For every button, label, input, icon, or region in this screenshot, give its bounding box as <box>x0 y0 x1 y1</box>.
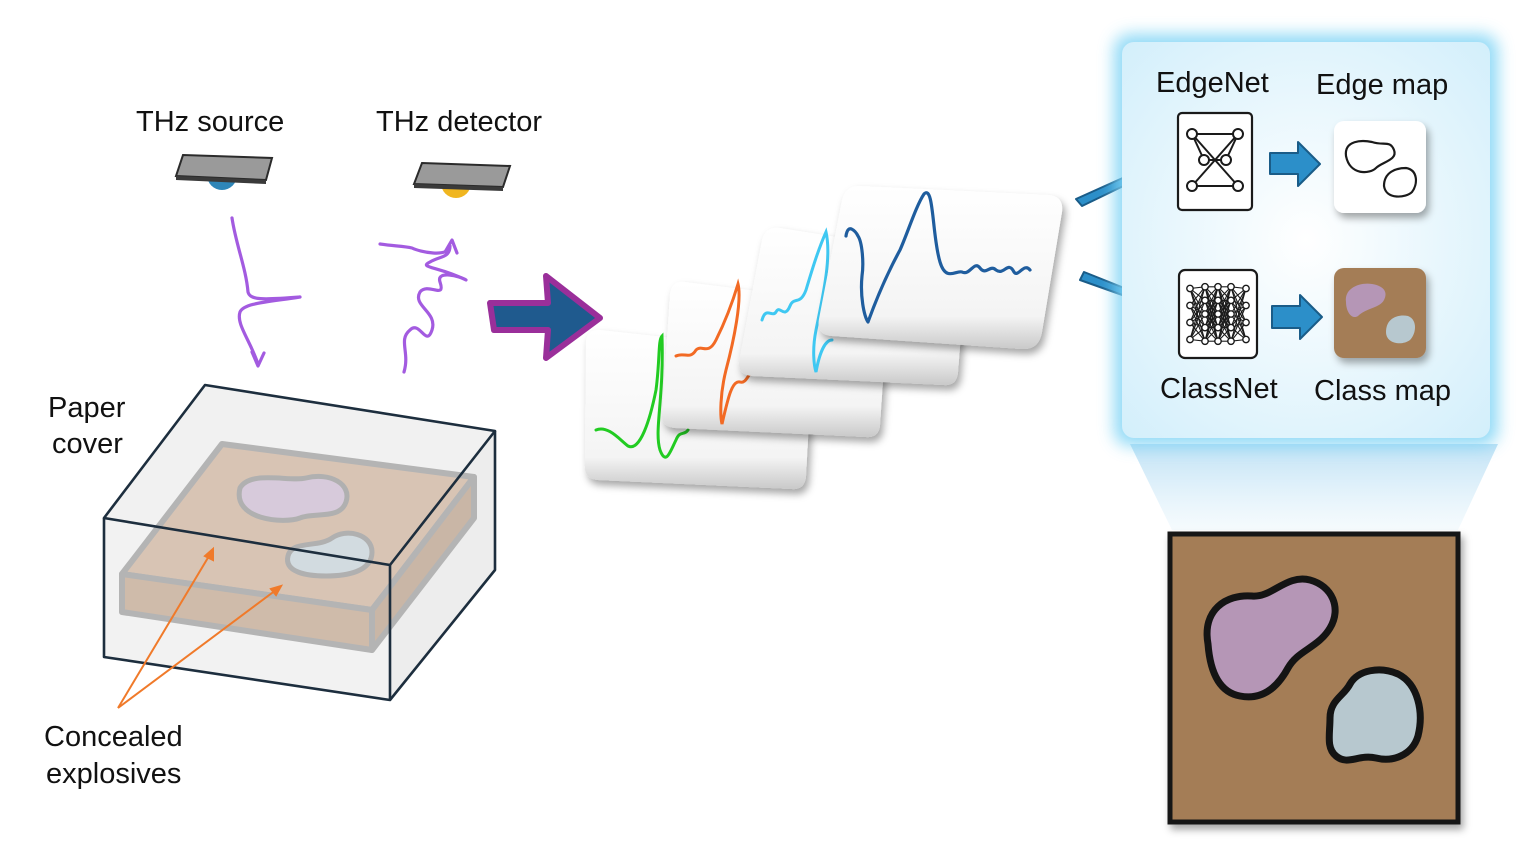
explosive-a <box>236 474 350 523</box>
nn-node <box>1214 282 1222 291</box>
nn-node <box>1214 337 1222 346</box>
projection-beam <box>1130 444 1498 530</box>
reflected-pulse <box>378 238 468 374</box>
concealed-label-line1: Concealed <box>44 721 183 753</box>
nn-node <box>1214 310 1222 318</box>
trace-green <box>594 332 690 459</box>
arrow-to-edge-map <box>1269 141 1321 187</box>
neural-network-icon <box>1177 268 1259 360</box>
nn-node <box>1242 301 1250 310</box>
thz-source-label: THz source <box>136 106 284 138</box>
nn-node <box>1201 337 1209 346</box>
concealed-label-line2: explosives <box>46 758 181 790</box>
nn-node <box>1214 296 1222 305</box>
thz-detector-label: THz detector <box>376 106 542 138</box>
nn-node <box>1186 335 1194 344</box>
nn-node <box>1227 310 1235 318</box>
nn-node <box>1186 301 1194 310</box>
class-map-label: Class map <box>1314 375 1451 407</box>
nn-node <box>1227 296 1235 305</box>
trace-cyan <box>760 227 834 373</box>
nn-node <box>1227 282 1235 291</box>
nn-node <box>1242 335 1250 344</box>
nn-node <box>1201 296 1209 305</box>
nn-node <box>1227 337 1235 346</box>
class-map-thumbnail <box>1334 268 1426 358</box>
waveform-card-4 <box>818 185 1063 350</box>
arrow-to-class-map <box>1271 294 1323 340</box>
nn-node <box>1186 284 1194 293</box>
leader-lines <box>117 546 284 709</box>
nn-node <box>1242 318 1250 327</box>
output-explosive-b <box>1325 666 1424 764</box>
paper-cover-box <box>102 383 497 702</box>
network-graph-icon <box>1176 111 1254 212</box>
paper-cover-label-line2: cover <box>52 428 123 460</box>
classnet-label: ClassNet <box>1160 373 1278 405</box>
output-explosive-a <box>1203 575 1339 701</box>
nn-node <box>1201 282 1209 291</box>
edge-map-label: Edge map <box>1316 69 1448 101</box>
nn-node <box>1201 323 1209 332</box>
output-class-map <box>1167 531 1461 825</box>
incident-pulse <box>230 216 302 368</box>
tray-side <box>369 474 477 653</box>
trace-blue <box>844 191 1032 324</box>
nn-node <box>1214 323 1222 332</box>
thz-source <box>174 153 274 190</box>
nn-node <box>1201 310 1209 318</box>
edgenet-label: EdgeNet <box>1156 67 1269 99</box>
nn-node <box>1242 284 1250 293</box>
main-process-arrow <box>487 273 603 361</box>
thz-detector <box>412 161 512 198</box>
paper-cover-label-line1: Paper <box>48 392 126 424</box>
nn-node <box>1227 323 1235 332</box>
detector-plate <box>412 161 512 189</box>
trace-orange <box>674 278 754 425</box>
nn-node <box>1186 318 1194 327</box>
source-plate <box>174 153 274 182</box>
edge-map-thumbnail <box>1334 121 1426 213</box>
